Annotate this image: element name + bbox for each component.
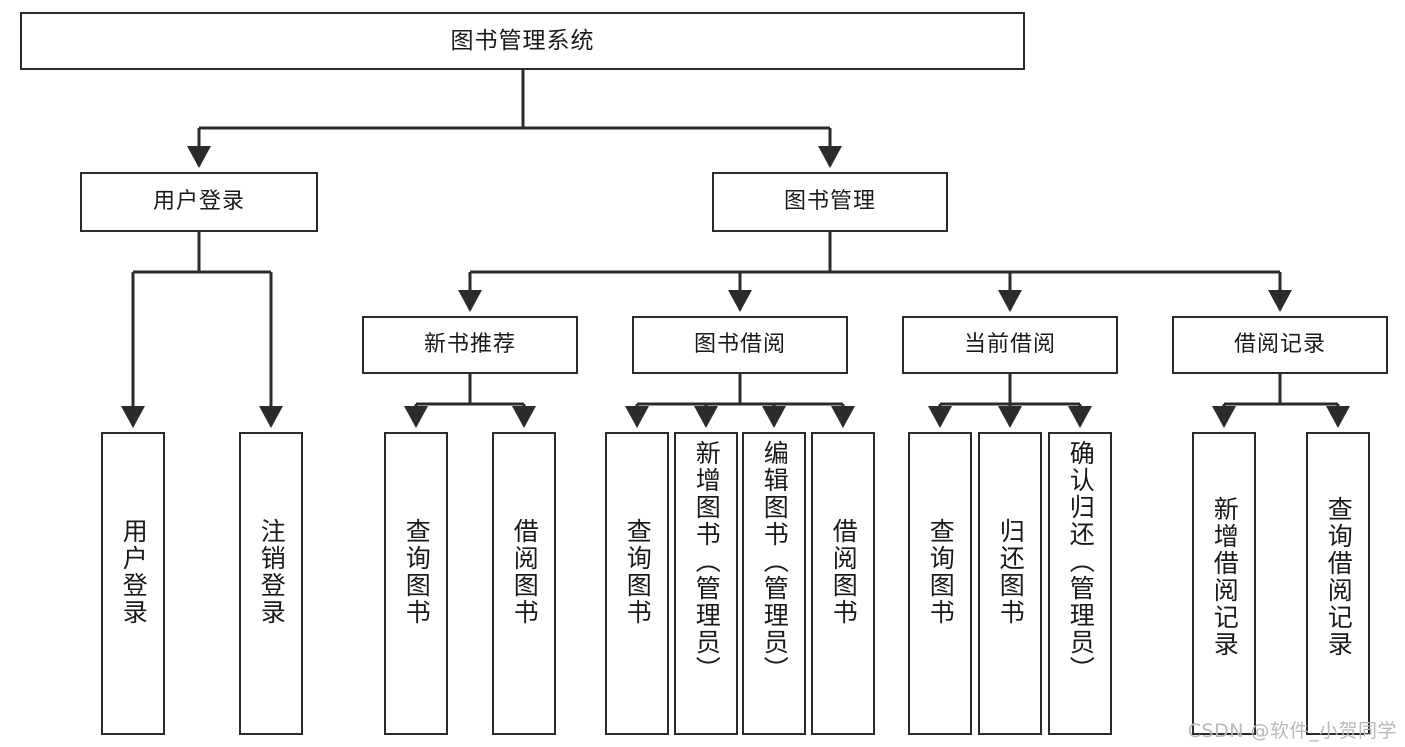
- node-book-borrow[interactable]: 图书借阅: [632, 316, 848, 374]
- node-label: 借阅图书: [510, 518, 540, 626]
- node-label: 借阅记录: [1233, 332, 1326, 357]
- leaf-borrow-book[interactable]: 借阅图书: [811, 432, 875, 735]
- node-current-borrow[interactable]: 当前借阅: [902, 316, 1118, 374]
- node-label: 查询图书: [623, 518, 653, 626]
- node-label: 当前借阅: [963, 332, 1056, 357]
- node-label: 新书推荐: [423, 332, 516, 357]
- node-label: 新增图书（管理员）: [692, 440, 722, 683]
- leaf-confirm-return-admin[interactable]: 确认归还（管理员）: [1048, 432, 1112, 735]
- node-user-login[interactable]: 用户登录: [80, 172, 318, 232]
- leaf-query-borrow-record[interactable]: 查询借阅记录: [1306, 432, 1370, 735]
- leaf-add-borrow-record[interactable]: 新增借阅记录: [1192, 432, 1256, 735]
- node-label: 归还图书: [996, 518, 1026, 626]
- node-borrow-records[interactable]: 借阅记录: [1172, 316, 1388, 374]
- leaf-add-book-admin[interactable]: 新增图书（管理员）: [674, 432, 738, 735]
- node-label: 注销登录: [257, 518, 287, 626]
- node-book-management[interactable]: 图书管理: [712, 172, 948, 232]
- leaf-user-logout[interactable]: 注销登录: [239, 432, 303, 735]
- leaf-return-book[interactable]: 归还图书: [978, 432, 1042, 735]
- node-label: 查询借阅记录: [1324, 496, 1354, 658]
- csdn-watermark: CSDN @软件_小贺同学: [1187, 720, 1397, 742]
- node-label: 图书管理: [783, 189, 876, 214]
- node-label: 借阅图书: [829, 518, 859, 626]
- node-label: 用户登录: [119, 518, 149, 626]
- node-label: 查询图书: [926, 518, 956, 626]
- leaf-user-login[interactable]: 用户登录: [101, 432, 165, 735]
- node-label: 用户登录: [152, 189, 245, 214]
- node-label: 图书管理系统: [450, 27, 595, 54]
- node-label: 编辑图书（管理员）: [760, 440, 790, 683]
- leaf-query-book-borrow[interactable]: 查询图书: [605, 432, 669, 735]
- leaf-edit-book-admin[interactable]: 编辑图书（管理员）: [742, 432, 806, 735]
- node-label: 查询图书: [402, 518, 432, 626]
- node-label: 确认归还（管理员）: [1066, 440, 1096, 683]
- leaf-query-book-current[interactable]: 查询图书: [908, 432, 972, 735]
- leaf-borrow-book-recommend[interactable]: 借阅图书: [492, 432, 556, 735]
- leaf-query-book-recommend[interactable]: 查询图书: [384, 432, 448, 735]
- node-root-system[interactable]: 图书管理系统: [20, 12, 1025, 70]
- node-label: 新增借阅记录: [1210, 496, 1240, 658]
- node-new-book-recommend[interactable]: 新书推荐: [362, 316, 578, 374]
- node-label: 图书借阅: [693, 332, 786, 357]
